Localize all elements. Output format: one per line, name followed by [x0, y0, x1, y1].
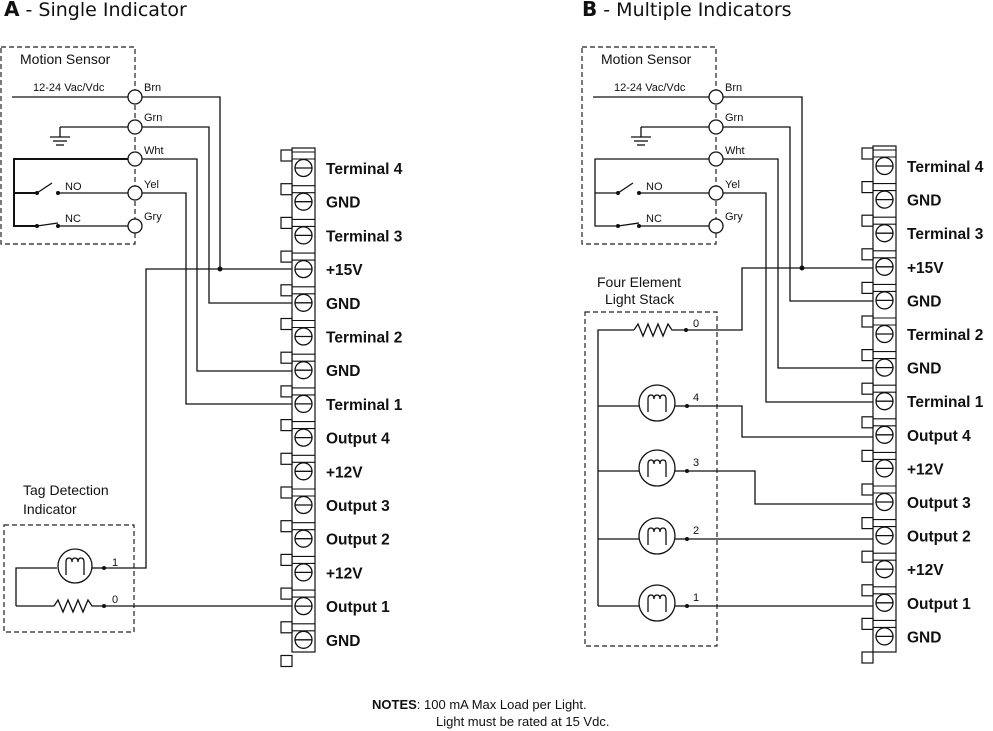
sensor-title: Motion Sensor — [20, 51, 111, 67]
tag-detection-indicator: Tag Detection Indicator 1 0 — [3, 482, 135, 633]
light-stack-title-2: Light Stack — [605, 291, 675, 307]
terminal-label-output-4: Output 4 — [326, 431, 390, 448]
wire-label-yel-b: Yel — [725, 179, 740, 191]
lamp-icon — [638, 517, 676, 555]
switch-nc-icon — [36, 222, 59, 227]
wire-label-grn: Grn — [144, 112, 162, 124]
terminal-label-gnd: GND — [326, 363, 360, 380]
terminal-label-output-2: Output 2 — [326, 532, 390, 549]
wire-node-gry — [127, 218, 143, 234]
notes-line-2: Light must be rated at 15 Vdc. — [436, 714, 609, 729]
wire-node-brn — [127, 89, 143, 105]
terminal-label-terminal-4: Terminal 4 — [326, 161, 403, 178]
wire-label-gry: Gry — [144, 211, 162, 223]
terminal-label-terminal-2: Terminal 2 — [326, 330, 402, 347]
ground-icon — [631, 126, 709, 146]
terminal-block-b: Terminal 4 GND Terminal 3 +15V GND Terminal 2… — [861, 145, 984, 664]
stack-pin-4: 4 — [693, 392, 699, 404]
terminal-label-gnd: GND — [907, 193, 941, 210]
terminal-label-output-4: Output 4 — [907, 428, 971, 445]
notes-line-1: NOTES: 100 mA Max Load per Light. — [372, 697, 587, 712]
sensor-box — [0, 46, 136, 245]
wire-label-grn-b: Grn — [725, 112, 743, 124]
wire-label-brn-b: Brn — [725, 82, 742, 94]
wire-label-wht: Wht — [144, 145, 164, 157]
light-stack: Four Element Light Stack 0 4 3 2 1 — [584, 274, 718, 647]
lamp-icon — [57, 548, 93, 584]
terminal-label-terminal-4: Terminal 4 — [907, 159, 984, 176]
terminal-label-terminal-2: Terminal 2 — [907, 327, 983, 344]
lamp-icon — [638, 449, 676, 487]
wire-node-yel-b — [708, 185, 724, 201]
terminal-label-terminal-3: Terminal 3 — [326, 228, 403, 245]
stack-pin-0: 0 — [693, 318, 699, 330]
terminal-label-15v: +15V — [326, 262, 363, 279]
sensor-supply-label-b: 12-24 Vac/Vdc — [614, 82, 686, 94]
panel-b-motion-sensor: Motion Sensor 12-24 Vac/Vdc NO NC Brn Gr… — [581, 46, 745, 245]
lamp-icon — [638, 584, 676, 622]
tag-indicator-title-1: Tag Detection — [23, 482, 109, 498]
terminal-label-terminal-1: Terminal 1 — [326, 397, 403, 414]
switch-no-icon — [617, 182, 634, 194]
switch-no-label-b: NO — [646, 181, 663, 193]
terminal-label-12v: +12V — [326, 464, 363, 481]
terminal-label-output-3: Output 3 — [907, 495, 971, 512]
wire-node-wht-b — [708, 151, 724, 167]
tag-pin-1: 1 — [112, 557, 118, 569]
terminal-label-output-1: Output 1 — [326, 599, 390, 616]
wire-label-wht-b: Wht — [725, 145, 745, 157]
lamp-icon — [638, 384, 676, 422]
wire-node-wht — [127, 151, 143, 167]
stack-pin-2: 2 — [693, 525, 699, 537]
resistor-icon — [633, 322, 686, 338]
wire-label-brn: Brn — [144, 82, 161, 94]
switch-nc-label: NC — [65, 213, 81, 225]
tag-indicator-title-2: Indicator — [23, 501, 77, 517]
panel-a-title: A - Single Indicator — [4, 0, 187, 21]
tag-pin-0: 0 — [112, 594, 118, 606]
wire-node-yel — [127, 185, 143, 201]
terminal-label-15v: +15V — [907, 260, 944, 277]
terminal-label-gnd: GND — [326, 633, 360, 650]
sensor-supply-label: 12-24 Vac/Vdc — [33, 82, 105, 94]
terminal-label-12v: +12V — [907, 562, 944, 579]
switch-nc-icon — [617, 222, 640, 227]
light-stack-box — [584, 311, 718, 647]
terminal-label-output-1: Output 1 — [907, 596, 971, 613]
terminal-label-terminal-3: Terminal 3 — [907, 226, 984, 243]
sensor-title-b: Motion Sensor — [601, 51, 692, 67]
terminal-label-gnd: GND — [326, 296, 360, 313]
panel-a-motion-sensor: Motion Sensor 12-24 Vac/Vdc NO NC Brn Gr — [0, 46, 164, 245]
light-stack-title-1: Four Element — [597, 274, 681, 290]
terminal-label-12v: +12V — [326, 565, 363, 582]
ground-icon — [50, 126, 128, 146]
switch-nc-label-b: NC — [646, 213, 662, 225]
terminal-label-gnd: GND — [907, 629, 941, 646]
panel-b-wiring — [686, 96, 876, 607]
panel-a-wiring — [104, 96, 295, 607]
resistor-icon — [53, 598, 104, 614]
wire-label-yel: Yel — [144, 179, 159, 191]
terminal-label-terminal-1: Terminal 1 — [907, 394, 984, 411]
terminal-label-output-2: Output 2 — [907, 529, 971, 546]
terminal-label-gnd: GND — [907, 361, 941, 378]
wire-node-grn-b — [708, 119, 724, 135]
terminal-label-gnd: GND — [326, 195, 360, 212]
terminal-label-output-3: Output 3 — [326, 498, 390, 515]
stack-pin-3: 3 — [693, 457, 699, 469]
wire-node-gry-b — [708, 218, 724, 234]
terminal-label-gnd: GND — [907, 293, 941, 310]
switch-no-icon — [36, 182, 53, 194]
panel-b-title: B - Multiple Indicators — [582, 0, 792, 21]
sensor-box-b — [581, 46, 717, 245]
wire-label-gry-b: Gry — [725, 211, 743, 223]
tag-indicator-box — [3, 524, 135, 633]
terminal-label-12v: +12V — [907, 461, 944, 478]
wire-node-grn — [127, 119, 143, 135]
stack-pin-1: 1 — [693, 592, 699, 604]
wire-node-brn-b — [708, 89, 724, 105]
switch-no-label: NO — [65, 181, 82, 193]
terminal-block-a: Terminal 4 GND Terminal 3 +15V GND Terminal 2… — [280, 147, 403, 668]
